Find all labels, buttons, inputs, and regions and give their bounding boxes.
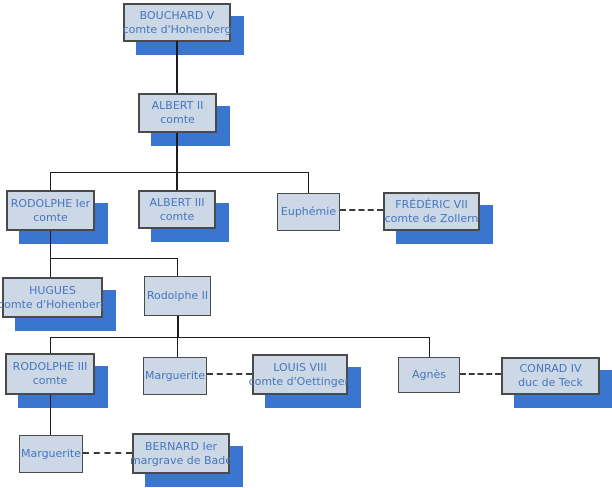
node-rodolphe-iii[interactable]: RODOLPHE III comte: [5, 353, 95, 395]
person-name: RODOLPHE III: [12, 360, 88, 373]
marriage-dashed-line: [207, 373, 252, 375]
node-frederic-vii[interactable]: FRÉDÉRIC VII comte de Zollern: [383, 192, 480, 231]
person-title: comte: [32, 374, 68, 387]
person-name: BERNARD Ier: [144, 439, 218, 453]
connector-line: [50, 172, 51, 190]
person-title: comte: [33, 210, 68, 224]
connector-line: [177, 337, 178, 357]
node-albert-iii[interactable]: ALBERT III comte: [138, 190, 216, 229]
person-name: RODOLPHE Ier: [10, 196, 91, 210]
node-agnes[interactable]: Agnès: [398, 357, 460, 393]
marriage-dashed-line: [340, 209, 383, 211]
person-title: comte: [160, 113, 195, 126]
node-louis-viii[interactable]: LOUIS VIII comte d'Oettingen: [249, 354, 351, 395]
node-conrad-iv[interactable]: CONRAD IV duc de Teck: [501, 357, 600, 395]
person-name: Agnès: [412, 368, 446, 381]
connector-line: [429, 337, 430, 357]
person-title: margrave de Bade: [129, 453, 233, 467]
connector-line: [50, 337, 430, 338]
node-bernard-ier[interactable]: BERNARD Ier margrave de Bade: [129, 433, 233, 474]
person-name: Marguerite: [145, 369, 205, 382]
connector-line: [176, 41, 178, 93]
connector-line: [177, 316, 179, 338]
connector-line: [50, 258, 51, 277]
connector-line: [50, 231, 51, 258]
person-title: comte d'Hohenberg: [0, 297, 107, 311]
person-name: LOUIS VIII: [273, 360, 327, 374]
person-name: FRÉDÉRIC VII: [395, 197, 468, 211]
person-title: duc de Teck: [518, 376, 583, 389]
connector-line: [176, 133, 178, 190]
connector-line: [308, 172, 309, 193]
node-bouchard-v[interactable]: BOUCHARD V comte d'Hohenberg: [123, 3, 231, 42]
node-euphemie[interactable]: Euphémie: [277, 193, 340, 231]
node-albert-ii[interactable]: ALBERT II comte: [138, 93, 217, 133]
person-name: Rodolphe II: [146, 289, 209, 302]
person-name: CONRAD IV: [519, 362, 582, 375]
node-marguerite-oettingen[interactable]: Marguerite: [143, 357, 207, 395]
connector-line: [50, 258, 178, 259]
marriage-dashed-line: [460, 373, 501, 375]
person-title: comte: [159, 209, 195, 223]
person-title: comte d'Hohenberg: [122, 22, 232, 36]
node-rodolphe-ier[interactable]: RODOLPHE Ier comte: [6, 190, 95, 231]
marriage-dashed-line: [83, 452, 132, 454]
person-name: Euphémie: [280, 205, 337, 218]
person-name: ALBERT III: [149, 195, 205, 209]
connector-line: [177, 258, 178, 276]
connector-line: [50, 337, 51, 353]
person-name: HUGUES: [29, 283, 76, 297]
connector-line: [50, 172, 309, 173]
person-name: Marguerite: [21, 447, 81, 460]
person-title: comte d'Oettingen: [248, 374, 352, 388]
connector-line: [50, 395, 51, 435]
node-rodolphe-ii[interactable]: Rodolphe II: [144, 276, 211, 316]
node-hugues[interactable]: HUGUES comte d'Hohenberg: [0, 277, 107, 318]
person-name: ALBERT II: [151, 99, 204, 112]
person-name: BOUCHARD V: [139, 8, 215, 22]
person-title: comte de Zollern: [384, 211, 479, 225]
node-marguerite-bade[interactable]: Marguerite: [19, 435, 83, 473]
